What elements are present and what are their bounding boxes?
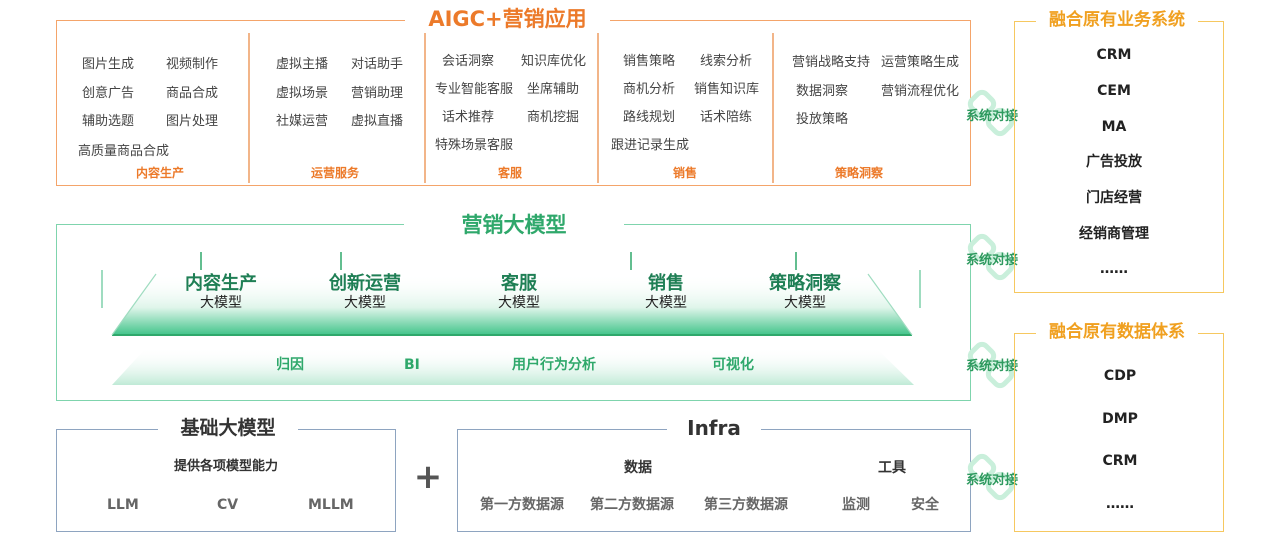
aigc-item: 话术陪练	[700, 110, 753, 125]
marketing-model-title: 营销大模型	[461, 213, 567, 237]
aigc-item: 坐席辅助	[527, 82, 580, 97]
base-model-item: MLLM	[308, 497, 354, 513]
base-model-item: LLM	[107, 497, 139, 513]
business-system-item: CRM	[1096, 47, 1132, 63]
section-label-operations: 运营服务	[311, 166, 360, 180]
aigc-item: 营销战略支持	[792, 55, 871, 70]
section-label-content: 内容生产	[136, 166, 185, 180]
base-model-item: CV	[217, 497, 239, 513]
base-model-subtitle: 提供各项模型能力	[173, 459, 278, 474]
section-label-service: 客服	[498, 166, 523, 180]
model-sub: 大模型	[784, 295, 826, 311]
system-connector-label: 系统对接	[966, 109, 1019, 124]
model-name: 策略洞察	[769, 273, 841, 294]
plus-sign: +	[413, 457, 443, 497]
aigc-item: 图片处理	[166, 114, 219, 129]
aigc-item: 辅助选题	[82, 114, 135, 129]
model-name: 创新运营	[329, 273, 401, 294]
section-label-strategy: 策略洞察	[835, 166, 884, 180]
infra-panel	[457, 429, 971, 532]
aigc-item: 线索分析	[700, 54, 753, 69]
aigc-item: 商品合成	[166, 86, 219, 101]
aigc-item: 虚拟场景	[276, 86, 329, 101]
aigc-item: 商机分析	[623, 82, 676, 97]
aigc-panel	[56, 20, 971, 186]
data-system-title: 融合原有数据体系	[1049, 322, 1185, 342]
aigc-item: 虚拟主播	[276, 57, 329, 72]
infra-title: Infra	[687, 416, 741, 440]
aigc-item: 投放策略	[796, 112, 849, 127]
aigc-item: 图片生成	[82, 57, 135, 72]
aigc-item: 跟进记录生成	[611, 138, 690, 153]
model-name: 内容生产	[185, 273, 257, 294]
system-connector-label: 系统对接	[966, 473, 1019, 488]
model-sub: 大模型	[498, 295, 540, 311]
data-system-item: ……	[1106, 496, 1134, 512]
aigc-item: 路线规划	[623, 110, 676, 125]
base-model-title: 基础大模型	[180, 417, 276, 439]
business-system-item: MA	[1101, 119, 1127, 135]
aigc-item: 销售知识库	[694, 82, 760, 97]
business-system-item: 经销商管理	[1079, 226, 1149, 242]
business-system-item: ……	[1100, 261, 1128, 277]
aigc-item: 运营策略生成	[881, 55, 960, 70]
link-icon	[967, 89, 1015, 137]
data-system-item: CRM	[1102, 453, 1138, 469]
aigc-item: 社媒运营	[276, 114, 329, 129]
analysis-label: BI	[404, 357, 420, 373]
data-system-item: CDP	[1103, 368, 1137, 384]
model-name: 销售	[648, 273, 684, 294]
model-name: 客服	[501, 273, 537, 294]
aigc-item: 高质量商品合成	[78, 144, 170, 159]
analysis-label: 用户行为分析	[512, 357, 596, 373]
aigc-item: 对话助手	[351, 57, 404, 72]
base-model-panel	[56, 429, 396, 532]
infra-tool-label: 工具	[878, 460, 906, 476]
aigc-item: 销售策略	[623, 54, 676, 69]
infra-tool-item: 安全	[911, 497, 939, 513]
data-system-item: DMP	[1102, 411, 1138, 427]
aigc-item: 虚拟直播	[351, 114, 404, 129]
infra-data-item: 第一方数据源	[480, 497, 564, 513]
system-connector-label: 系统对接	[966, 359, 1019, 374]
aigc-item: 话术推荐	[442, 110, 495, 125]
section-label-sales: 销售	[673, 166, 698, 180]
link-icon	[967, 453, 1015, 501]
model-sub: 大模型	[200, 295, 242, 311]
model-sub: 大模型	[645, 295, 687, 311]
infra-data-label: 数据	[624, 460, 652, 476]
business-system-item: 广告投放	[1086, 154, 1142, 170]
infra-data-item: 第二方数据源	[590, 497, 674, 513]
aigc-item: 创意广告	[82, 86, 135, 101]
link-icon	[967, 233, 1015, 281]
infra-data-item: 第三方数据源	[704, 497, 788, 513]
business-system-item: CEM	[1097, 83, 1131, 99]
aigc-item: 视频制作	[166, 57, 219, 72]
link-icon	[967, 341, 1015, 389]
model-sub: 大模型	[344, 295, 386, 311]
aigc-item: 营销流程优化	[881, 84, 960, 99]
analysis-label: 可视化	[712, 357, 754, 373]
aigc-item: 知识库优化	[521, 54, 587, 69]
aigc-item: 专业智能客服	[435, 82, 514, 97]
system-connector-label: 系统对接	[966, 253, 1019, 268]
aigc-item: 营销助理	[351, 86, 404, 101]
model-layer-graphic	[101, 252, 921, 385]
analysis-label: 归因	[276, 357, 304, 373]
business-system-item: 门店经营	[1086, 190, 1142, 206]
infra-tool-item: 监测	[842, 497, 870, 513]
aigc-item: 会话洞察	[442, 54, 495, 69]
aigc-item: 数据洞察	[796, 84, 849, 99]
aigc-title: AIGC+营销应用	[428, 7, 587, 31]
aigc-item: 商机挖掘	[527, 110, 580, 125]
business-system-title: 融合原有业务系统	[1049, 10, 1185, 30]
aigc-item: 特殊场景客服	[435, 138, 514, 153]
